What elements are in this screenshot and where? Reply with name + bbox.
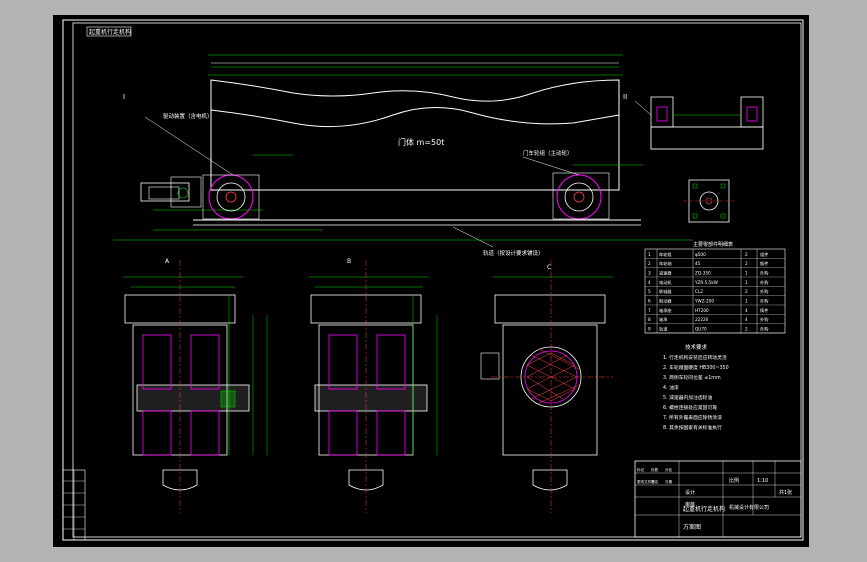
parts-table-cell: YWZ-200 — [694, 298, 714, 303]
parts-table-cell: 电动机 — [659, 279, 672, 286]
parts-table-cell: 轴承座 — [659, 307, 672, 314]
flange-detail-view — [683, 179, 735, 223]
mass-label: 门体 m=50t — [398, 137, 444, 147]
company-name: 机械设计有限公司 — [729, 504, 769, 511]
leader-note-wheel: 门车轮组（主动轮） — [523, 149, 573, 157]
tech-note-item: 1. 行走机构安装后应转动灵活 — [663, 354, 727, 361]
parts-table-cell: 1 — [745, 280, 748, 285]
parts-table-cell: 6 — [648, 298, 651, 303]
leader-note-drive: 驱动装置（含电机） — [163, 112, 213, 120]
tech-note-item: 6. 螺栓连接处应紧固可靠 — [663, 404, 717, 411]
parts-table-cell: 轨道 — [659, 325, 668, 332]
scale-label: 比例 — [729, 477, 739, 484]
tech-note-item: 8. 其余按国家有关标准执行 — [663, 424, 722, 431]
parts-table-cell: 外购 — [760, 279, 768, 286]
parts-table-cell: 车轮组 — [659, 251, 672, 258]
cad-drawing: 起重机行走机构 门体 m=50t 驱动 — [62, 19, 804, 541]
tech-note-item: 4. 油漆 — [663, 384, 679, 391]
parts-table-cell: HT200 — [695, 308, 709, 313]
inner-border — [72, 22, 802, 538]
parts-table-cell: 7 — [648, 308, 651, 313]
parts-table-cell: 4 — [745, 317, 748, 322]
technical-notes: 技术要求 1. 行走机构安装后应转动灵活 2. 车轮踏面硬度 HB300~350 3… — [663, 343, 729, 431]
tech-note-item: 2. 车轮踏面硬度 HB300~350 — [663, 364, 729, 371]
parts-table-cell: 3 — [648, 270, 651, 275]
parts-table-cell: 铸件 — [760, 307, 768, 314]
revision-label: 日期 — [665, 479, 673, 484]
parts-table-cell: 外购 — [760, 269, 768, 276]
revision-label: 分区 — [665, 467, 673, 472]
parts-table-cell: 2 — [648, 261, 651, 266]
parts-table-cell: 4 — [745, 308, 748, 313]
parts-table-cell: 联轴器 — [659, 288, 672, 295]
outer-border — [62, 19, 804, 541]
drawing-number: 方案图 — [683, 523, 701, 531]
revision-label: 处数 — [651, 467, 659, 472]
parts-table-cell: YZR-5.5kW — [694, 280, 718, 285]
parts-table-cell: 22220 — [695, 317, 709, 322]
parts-table-cell: 45 — [695, 261, 701, 266]
parts-table-cell: 制动器 — [659, 297, 672, 304]
parts-table-cell: 轴承 — [659, 316, 668, 323]
tech-note-item: 5. 减速器内加注齿轮油 — [663, 394, 712, 401]
main-elevation-view: 门体 m=50t 驱动装置（含电机） 门车轮组（主动轮） 轨道（按设计要求 — [113, 54, 693, 257]
title-tag: 起重机行走机构 — [89, 28, 131, 36]
parts-table-cell: 锻件 — [760, 260, 768, 267]
parts-table-cell: 减速器 — [659, 269, 672, 276]
callout-section-a: A — [165, 258, 170, 265]
parts-table-cell: ZQ-350 — [695, 270, 711, 275]
scale-value: 1:10 — [757, 478, 768, 484]
callout-detail-left: I — [123, 93, 125, 101]
parts-table-cell: QU70 — [695, 326, 707, 331]
parts-table-cell: 2 — [745, 289, 748, 294]
section-view-a: A — [123, 258, 268, 513]
title-block: 设计 审核 起重机行走机构 比例 1:10 共1张 机械设计有限公司 方案图 标… — [634, 460, 802, 538]
parts-table-cell: 外购 — [760, 325, 768, 332]
parts-table-cell: 车轮轴 — [659, 260, 672, 267]
rail-detail-view: II — [623, 93, 764, 150]
leader-note-rail: 轨道（按设计要求铺设） — [483, 249, 544, 257]
parts-table-cell: 1 — [745, 298, 748, 303]
sheet-count: 共1张 — [779, 489, 792, 496]
callout-detail-right: II — [623, 93, 627, 101]
tech-note-item: 7. 所有外露表面应除锈涂漆 — [663, 414, 722, 421]
parts-table-cell: 2 — [745, 326, 748, 331]
parts-table-cell: 外购 — [760, 297, 768, 304]
drawing-sheet: 起重机行走机构 门体 m=50t 驱动 — [53, 15, 809, 547]
parts-table-cell: φ500 — [695, 252, 706, 257]
section-view-c: C — [480, 260, 613, 513]
parts-table-cell: 外购 — [760, 316, 768, 323]
checker-label: 审核 — [685, 501, 695, 508]
parts-table-cell: 4 — [648, 280, 651, 285]
parts-table-cell: CL2 — [695, 289, 703, 294]
tech-note-item: 3. 两侧车轮同位差 ≤1mm — [663, 374, 721, 381]
callout-section-b: B — [347, 258, 351, 265]
designer-label: 设计 — [685, 489, 695, 496]
notes-list: 1. 行走机构安装后应转动灵活 2. 车轮踏面硬度 HB300~350 3. 两侧车… — [663, 354, 729, 431]
revision-label: 标记 — [637, 467, 645, 472]
parts-table-cell: 1 — [745, 270, 748, 275]
parts-table-cell: 8 — [648, 317, 651, 322]
revision-label: 签名 — [651, 479, 659, 484]
parts-table-cell: 外购 — [760, 288, 768, 295]
parts-table-cell: 9 — [648, 326, 651, 331]
parts-table-cell: 2 — [745, 261, 748, 266]
parts-table-cell: 1 — [648, 252, 651, 257]
revision-label: 更改文件号 — [637, 479, 655, 484]
callout-section-c: C — [547, 264, 551, 271]
parts-table-cell: 5 — [648, 289, 651, 294]
revision-strip — [62, 469, 86, 541]
parts-table-cell: 组件 — [760, 251, 768, 258]
parts-table-title: 主要零部件明细表 — [693, 241, 733, 248]
parts-table-cell: 2 — [745, 252, 748, 257]
section-view-b: B — [309, 258, 438, 513]
drawing-name: 起重机行走机构 — [683, 505, 725, 513]
notes-title: 技术要求 — [685, 343, 708, 351]
